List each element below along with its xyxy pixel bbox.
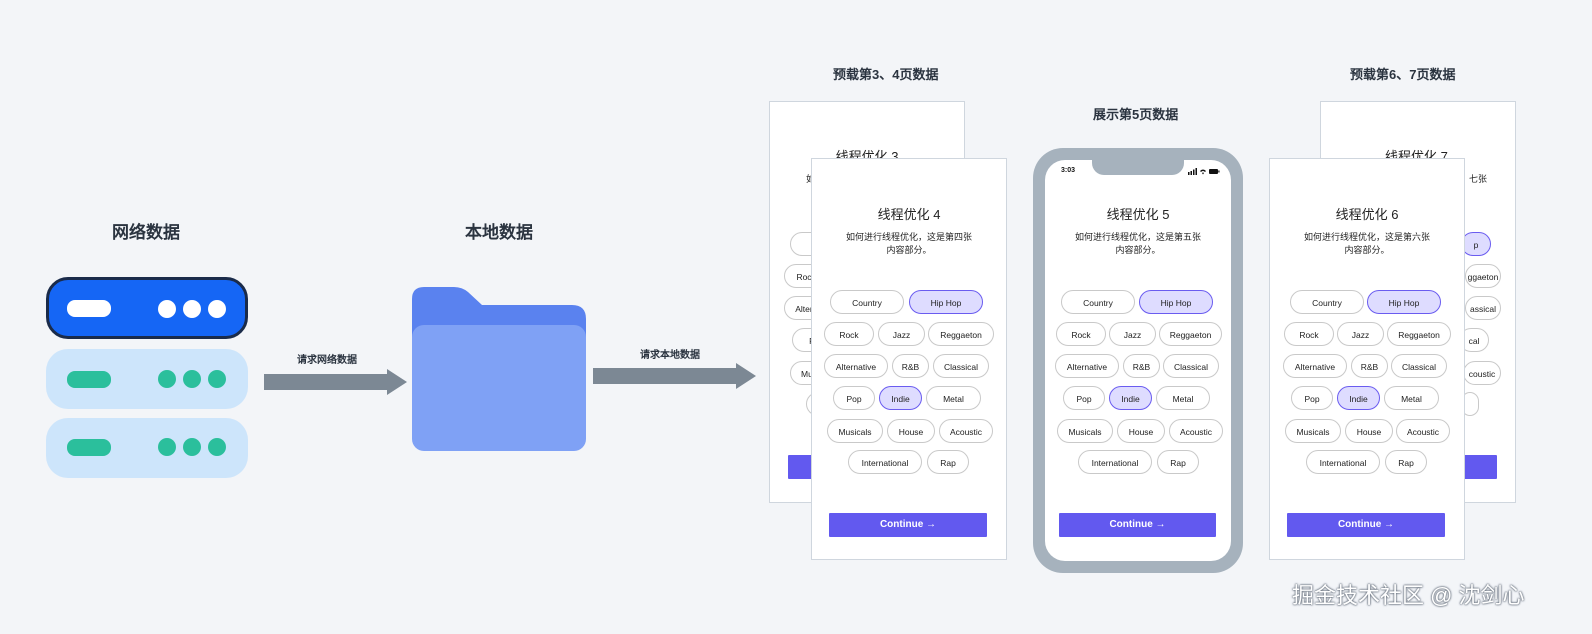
chip-house[interactable]: House [887,419,935,443]
chip-country[interactable]: Country [830,290,904,314]
request-local-label: 请求本地数据 [640,350,700,361]
chip-rap[interactable]: Rap [927,450,969,474]
chip-acoustic[interactable]: Acoustic [1396,419,1450,443]
chip-rnb[interactable]: R&B [892,354,929,378]
preload-67-label: 预载第6、7页数据 [1350,67,1456,82]
chip-rock[interactable]: Rock [1284,322,1334,346]
card-page-4: 线程优化 4 如何进行线程优化，这是第四张 内容部分。 Country Hip … [811,158,1007,560]
request-network-label: 请求网络数据 [297,355,357,366]
chip-international[interactable]: International [848,450,922,474]
card-page-6: 线程优化 6 如何进行线程优化，这是第六张 内容部分。 Country Hip … [1269,158,1465,560]
card-desc: 七张 [1469,174,1488,184]
chip-country[interactable]: Country [1290,290,1364,314]
chip-classical[interactable]: Classical [1163,354,1219,378]
continue-button[interactable] [1461,455,1497,479]
chip-pop[interactable]: Pop [1063,386,1105,410]
card-desc-line1: 如何进行线程优化，这是第五张 [1074,232,1201,242]
preload-34-label: 预载第3、4页数据 [833,67,939,82]
chip-classical[interactable]: Classical [1391,354,1447,378]
chip-alternative[interactable]: Alternative [824,354,888,378]
card-page-5: 3:03 线程优化 5 如何进行线程优化，这是第五张 内容部分。 Country… [1045,160,1231,561]
chip-country[interactable]: Country [1061,290,1135,314]
chip-acoustic[interactable]: Acoustic [939,419,993,443]
card-desc-line2: 内容部分。 [1115,245,1161,255]
chip-hip-hop[interactable]: Hip Hop [909,290,983,314]
chip-classical[interactable]: assical [1465,296,1501,320]
continue-button[interactable]: Continue → [1287,513,1445,537]
continue-button[interactable]: Continue → [829,513,987,537]
chip-musicals[interactable]: Musicals [1285,419,1341,443]
chip-hip-hop[interactable]: Hip Hop [1139,290,1213,314]
chip-reggaeton[interactable]: Reggaeton [928,322,994,346]
chip-indie[interactable]: Indie [1109,386,1152,410]
card-desc: 如 [806,173,815,186]
chip-alternative[interactable]: Alternative [1055,354,1119,378]
network-data-label: 网络数据 [112,223,180,242]
chip-rnb[interactable]: R&B [1123,354,1160,378]
chip-classical[interactable]: Classical [933,354,989,378]
folder-icon [412,287,586,451]
chip-reggaeton[interactable]: ggaeton [1465,264,1501,288]
chip-rock[interactable]: Rock [824,322,874,346]
chip-metal[interactable]: Metal [1384,386,1439,410]
card-desc-line2: 内容部分。 [1344,245,1390,255]
chip-acoustic[interactable]: coustic [1463,361,1501,385]
status-icons [1188,168,1220,175]
show-5-label: 展示第5页数据 [1093,107,1179,122]
watermark: 掘金技术社区 @ 沈剑心 [1292,583,1525,608]
chip-hip-hop[interactable]: p [1461,232,1491,256]
chip-hip-hop[interactable]: Hip Hop [1367,290,1441,314]
chip-indie[interactable]: Indie [1337,386,1380,410]
chip-metal[interactable]: Metal [926,386,981,410]
chip-alternative[interactable]: Alternative [1283,354,1347,378]
chip-pop[interactable]: Pop [833,386,875,410]
phone-notch [1092,160,1184,175]
chip-musicals[interactable]: Musicals [1057,419,1113,443]
status-time: 3:03 [1061,167,1076,174]
chip-jazz[interactable]: Jazz [1337,322,1384,346]
chip-house[interactable]: House [1117,419,1165,443]
card-title: 线程优化 6 [1335,207,1399,222]
continue-button[interactable]: Continue → [1059,513,1216,537]
chip-house[interactable]: House [1345,419,1393,443]
chip-international[interactable]: International [1078,450,1152,474]
chip-acoustic[interactable]: Acoustic [1169,419,1223,443]
local-data-label: 本地数据 [465,223,533,242]
chip-rap[interactable]: Rap [1157,450,1199,474]
chip-rnb[interactable]: R&B [1351,354,1388,378]
chip-reggaeton[interactable]: Reggaeton [1159,322,1222,346]
card-title: 线程优化 4 [877,207,941,222]
phone-frame: 3:03 线程优化 5 如何进行线程优化，这是第五张 内容部分。 Country… [1033,148,1243,573]
chip-pop[interactable]: Pop [1291,386,1333,410]
card-desc-line1: 如何进行线程优化，这是第六张 [1303,232,1430,242]
chip-musicals[interactable]: Musicals [827,419,883,443]
chip-rock[interactable]: Rock [1056,322,1106,346]
card-title: 线程优化 5 [1106,207,1170,222]
chip-jazz[interactable]: Jazz [878,322,925,346]
chip-reggaeton[interactable]: Reggaeton [1387,322,1451,346]
chip-rap[interactable]: Rap [1385,450,1427,474]
chip-international[interactable]: International [1306,450,1380,474]
chip-metal[interactable]: Metal [1156,386,1210,410]
card-desc-line2: 内容部分。 [886,245,932,255]
chip-jazz[interactable]: Jazz [1109,322,1156,346]
chip-indie[interactable]: Indie [879,386,922,410]
card-desc-line1: 如何进行线程优化，这是第四张 [845,232,972,242]
